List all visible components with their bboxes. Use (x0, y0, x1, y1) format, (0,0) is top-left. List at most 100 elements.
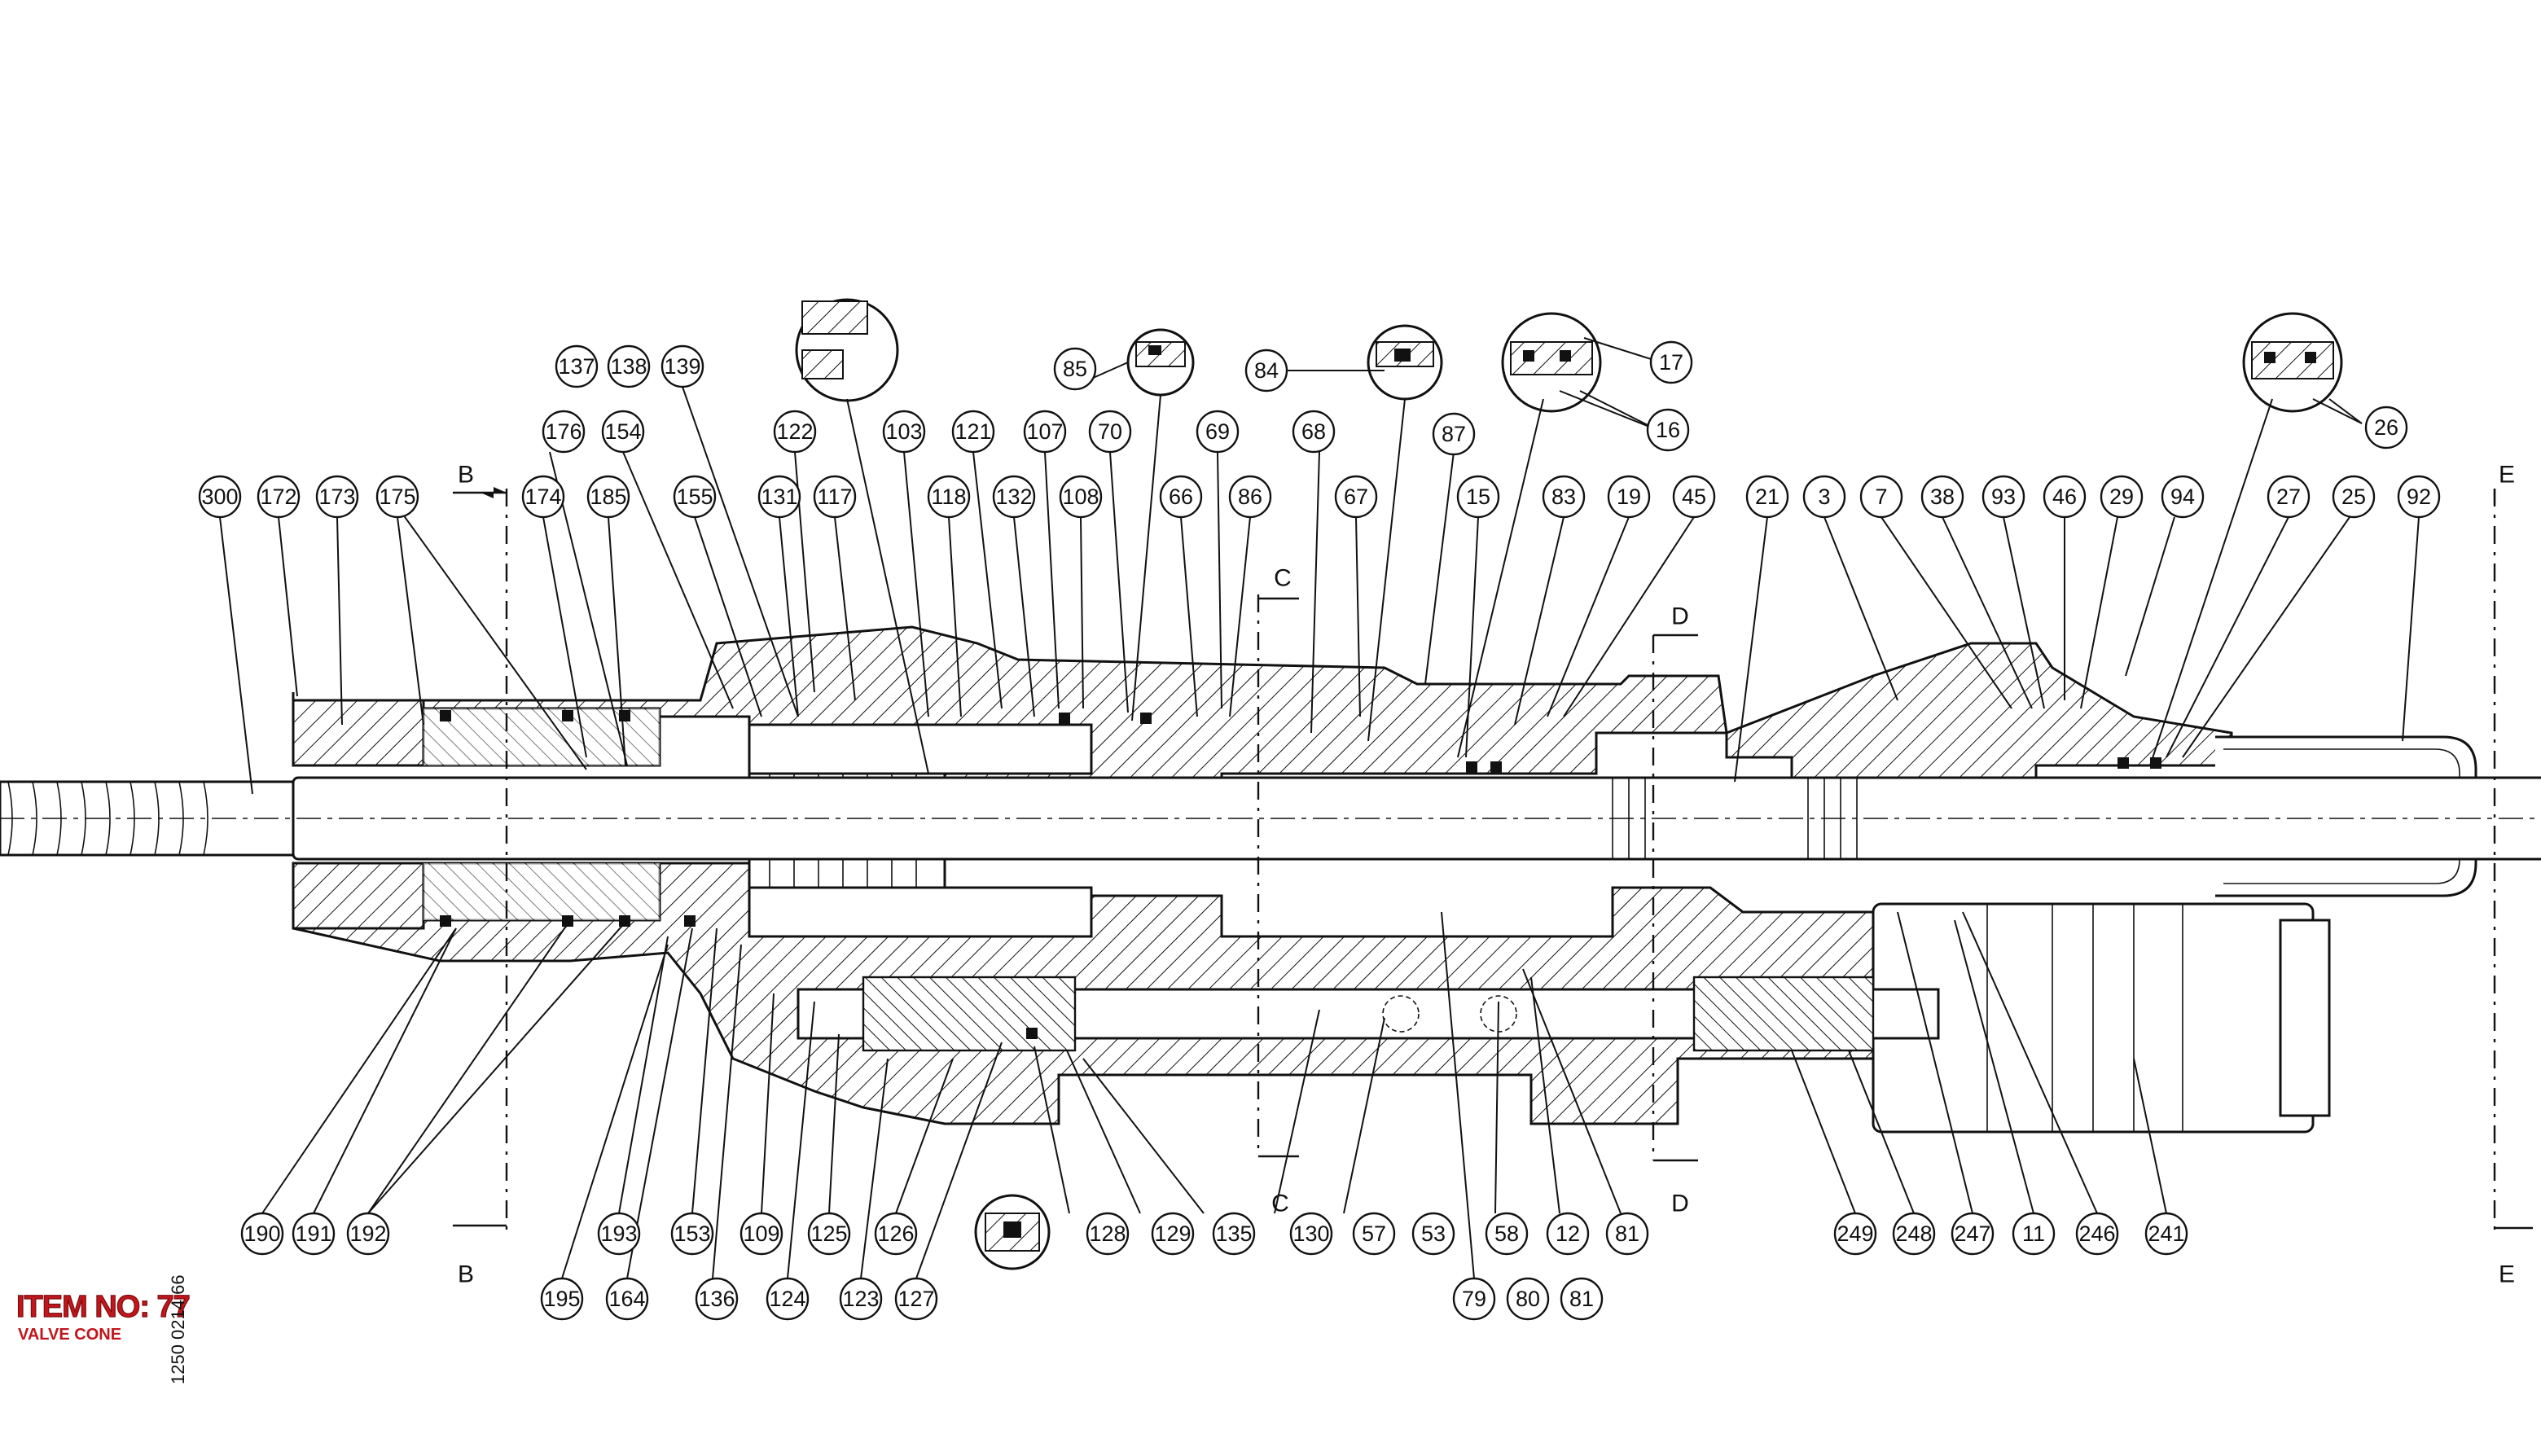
callout-bubble: 249 (1833, 1212, 1877, 1256)
svg-text:247: 247 (1954, 1221, 1990, 1246)
callout-bubble: 19 (1607, 475, 1651, 519)
item-number-label: ITEM NO: 77 (15, 1289, 191, 1324)
svg-text:129: 129 (1154, 1221, 1191, 1246)
callout-bubble: 123 (839, 1277, 883, 1321)
callout-bubble: 11 (2012, 1212, 2056, 1256)
svg-text:124: 124 (769, 1287, 805, 1311)
section-letter-e-top: E (2499, 462, 2515, 489)
callout-bubble: 192 (346, 1212, 390, 1256)
callout-bubble: 122 (773, 410, 817, 454)
svg-text:300: 300 (201, 485, 238, 509)
svg-text:193: 193 (600, 1221, 637, 1246)
svg-text:93: 93 (1991, 485, 2016, 509)
svg-text:130: 130 (1292, 1221, 1329, 1246)
svg-text:154: 154 (604, 419, 641, 444)
svg-text:58: 58 (1494, 1221, 1519, 1246)
main-shaft (0, 776, 2541, 861)
svg-text:80: 80 (1516, 1287, 1540, 1311)
svg-text:249: 249 (1837, 1221, 1873, 1246)
callout-bubble: 131 (757, 475, 801, 519)
callout-bubble: 137 (555, 344, 599, 388)
callout-bubble: 154 (601, 410, 645, 454)
svg-text:174: 174 (524, 485, 561, 509)
callout-bubble: 67 (1334, 475, 1378, 519)
callout-bubble: 195 (540, 1277, 584, 1321)
svg-text:66: 66 (1169, 485, 1193, 509)
callout-bubble: 58 (1485, 1212, 1529, 1256)
svg-text:125: 125 (810, 1221, 847, 1246)
svg-text:87: 87 (1442, 422, 1466, 446)
callout-bubble: 126 (874, 1212, 918, 1256)
callout-bubble: 125 (807, 1212, 851, 1256)
callout-bubble: 153 (670, 1212, 714, 1256)
svg-text:12: 12 (1556, 1221, 1580, 1246)
leader-lines (219, 337, 2420, 1279)
callout-bubble: 190 (240, 1212, 284, 1256)
svg-text:27: 27 (2276, 485, 2301, 509)
callout-bubble: 57 (1352, 1212, 1396, 1256)
callout-bubble: 241 (2144, 1212, 2188, 1256)
svg-text:11: 11 (2022, 1221, 2045, 1246)
callout-bubble: 45 (1672, 475, 1716, 519)
svg-text:248: 248 (1895, 1221, 1932, 1246)
callout-bubble: 92 (2397, 475, 2441, 519)
svg-text:21: 21 (1755, 485, 1780, 509)
svg-text:246: 246 (2078, 1221, 2115, 1246)
detail-view-85 (1126, 328, 1195, 397)
callout-bubble: 300 (198, 475, 242, 519)
svg-text:172: 172 (260, 485, 296, 509)
svg-text:86: 86 (1238, 485, 1262, 509)
callout-bubble: 25 (2332, 475, 2376, 519)
detail-view-26 (2242, 312, 2343, 413)
callout-bubble: 27 (2267, 475, 2311, 519)
detail-view-16 (1501, 312, 1602, 413)
callout-bubble: 174 (521, 475, 565, 519)
svg-text:70: 70 (1098, 419, 1122, 444)
svg-text:117: 117 (817, 485, 852, 509)
svg-text:3: 3 (1818, 485, 1830, 509)
callout-bubble: 107 (1023, 410, 1067, 454)
callout-bubble: 12 (1546, 1212, 1590, 1256)
svg-text:122: 122 (776, 419, 813, 444)
callout-bubble: 80 (1506, 1277, 1550, 1321)
svg-text:7: 7 (1875, 485, 1887, 509)
callout-bubble: 173 (315, 475, 359, 519)
svg-text:19: 19 (1617, 485, 1641, 509)
detail-views (795, 298, 2343, 1270)
svg-text:164: 164 (608, 1287, 645, 1311)
callout-bubble: 21 (1745, 475, 1789, 519)
svg-text:241: 241 (2148, 1221, 2184, 1246)
svg-text:46: 46 (2052, 485, 2077, 509)
svg-text:126: 126 (877, 1221, 914, 1246)
callout-bubble: 248 (1892, 1212, 1936, 1256)
callout-bubble: 86 (1228, 475, 1272, 519)
detail-view-84 (1367, 324, 1443, 401)
svg-text:83: 83 (1551, 485, 1576, 509)
callouts-top: 300 172 173 175 174 185 176 154 137 138 … (198, 340, 2441, 519)
svg-text:153: 153 (674, 1221, 710, 1246)
callout-bubble: 191 (292, 1212, 336, 1256)
callout-bubble: 7 (1859, 475, 1903, 519)
svg-text:155: 155 (676, 485, 713, 509)
svg-text:191: 191 (295, 1221, 331, 1246)
callout-bubble: 16 (1646, 408, 1690, 452)
callout-bubble: 129 (1151, 1212, 1195, 1256)
callout-bubble: 17 (1649, 340, 1693, 384)
callout-bubble: 121 (951, 410, 995, 454)
svg-text:84: 84 (1254, 358, 1279, 383)
svg-text:67: 67 (1344, 485, 1368, 509)
callout-bubble: 185 (586, 475, 630, 519)
callout-bubble: 81 (1560, 1277, 1604, 1321)
callout-bubble: 176 (542, 410, 586, 454)
section-letter-b-top: B (458, 462, 474, 489)
svg-text:127: 127 (897, 1287, 934, 1311)
callout-bubble: 26 (2364, 406, 2408, 450)
svg-text:107: 107 (1026, 419, 1063, 444)
callout-bubble: 155 (673, 475, 717, 519)
svg-text:131: 131 (761, 485, 797, 509)
svg-text:109: 109 (743, 1221, 779, 1246)
callout-bubble: 246 (2075, 1212, 2119, 1256)
detail-view-127 (974, 1194, 1051, 1270)
callout-bubble: 3 (1802, 475, 1846, 519)
